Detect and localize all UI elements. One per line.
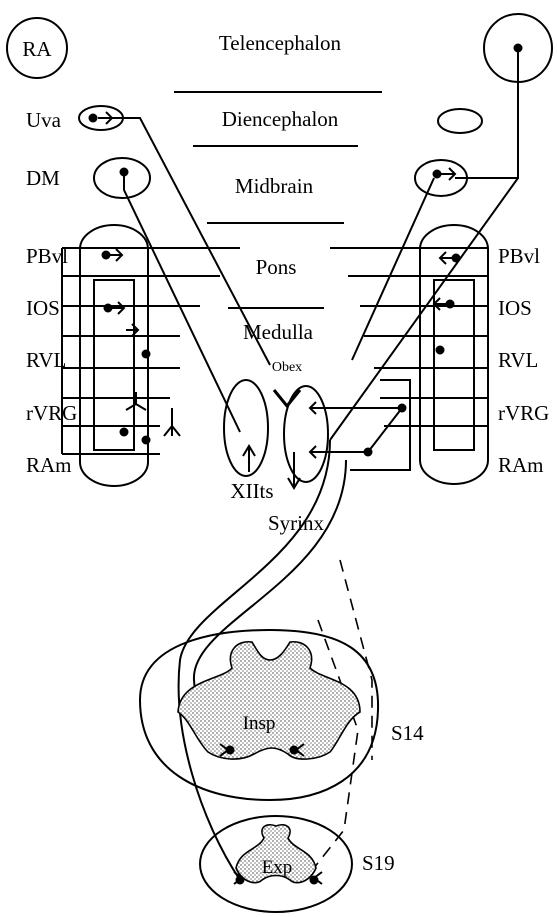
ra-projection: [455, 52, 518, 178]
left-synapse-3: [126, 324, 138, 336]
s14-label: S14: [391, 721, 424, 745]
dm-right-synapse: [441, 168, 455, 180]
s19-label: S19: [362, 851, 395, 875]
dm-projection: [124, 172, 240, 432]
xiits-label: XIIts: [230, 479, 273, 503]
right-to-medulla-synapses: [310, 402, 402, 458]
xiits-left-ellipse: [224, 380, 268, 476]
left-synapse-5: [164, 408, 180, 436]
right-brainstem-column: [420, 225, 488, 484]
rvrg-right-label: rVRG: [498, 401, 549, 425]
left-neuron-5: [120, 428, 129, 437]
right-descending-lines: [330, 178, 518, 440]
ios-left-label: IOS: [26, 296, 60, 320]
right-synapse-1: [440, 252, 452, 264]
midbrain-label: Midbrain: [235, 174, 314, 198]
obex-label: Obex: [272, 360, 302, 375]
rvl-left-label: RVL: [26, 348, 66, 372]
uva-right-nucleus: [438, 109, 482, 133]
left-neuron-3: [142, 350, 151, 359]
syrinx-arrow: [288, 452, 300, 488]
ram-left-label: RAm: [26, 453, 72, 477]
left-neuron-1: [102, 251, 111, 260]
left-brainstem-column: [80, 225, 148, 486]
rvl-right-label: RVL: [498, 348, 538, 372]
ios-right-label: IOS: [498, 296, 532, 320]
pbvl-right-label: PBvl: [498, 244, 540, 268]
right-neuron-1: [452, 254, 461, 263]
left-neuron-6: [142, 436, 151, 445]
right-synapse-2: [434, 298, 446, 310]
ram-right-label: RAm: [498, 453, 544, 477]
left-grid-lines: [62, 248, 240, 454]
uva-label: Uva: [26, 108, 62, 132]
rvrg-left-label: rVRG: [26, 401, 77, 425]
left-synapse-4: [126, 392, 146, 410]
diencephalon-label: Diencephalon: [222, 107, 339, 131]
insp-label: Insp: [243, 713, 276, 734]
ra-label: RA: [22, 37, 52, 61]
left-neuron-2: [104, 304, 113, 313]
left-synapse-2: [112, 302, 124, 314]
uva-synapse: [98, 112, 112, 124]
left-synapse-1: [110, 249, 122, 261]
uva-neuron: [89, 114, 98, 123]
right-neuron-2: [446, 300, 455, 309]
xiits-right-ellipse: [284, 386, 328, 482]
dm-right-neuron: [433, 170, 442, 179]
right-neuron-3: [436, 346, 445, 355]
dashed-pathway-2: [340, 560, 372, 760]
exp-label: Exp: [262, 857, 293, 878]
telencephalon-label: Telencephalon: [219, 31, 342, 55]
pons-label: Pons: [256, 255, 297, 279]
xiits-arrow: [243, 446, 255, 472]
syrinx-label: Syrinx: [268, 511, 325, 535]
dm-left-nucleus: [94, 158, 150, 198]
ra-right-neuron: [514, 44, 523, 53]
dm-label: DM: [26, 166, 60, 190]
